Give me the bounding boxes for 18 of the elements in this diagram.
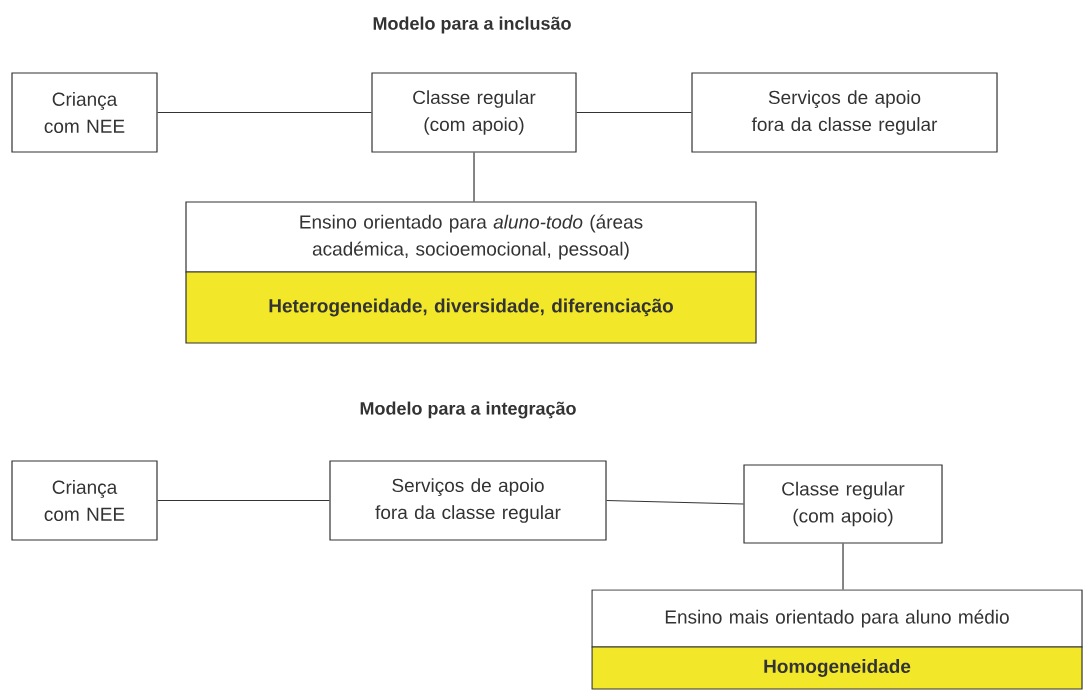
text-box: Ensino orientado para aluno-todo (áreas académica, socioemocional, pessoal) <box>185 201 757 273</box>
text-box: Ensino mais orientado para aluno médio <box>591 589 1083 648</box>
text-box: Classe regular (com apoio) <box>371 72 577 153</box>
text-box: Classe regular (com apoio) <box>743 464 943 544</box>
highlight-band: Heterogeneidade, diversidade, diferenciação <box>185 271 757 344</box>
text-box: Serviços de apoio fora da classe regular <box>691 72 998 153</box>
text-box: Criança com NEE <box>11 460 158 541</box>
highlight-band: Homogeneidade <box>591 646 1083 690</box>
text-box: Criança com NEE <box>11 72 158 153</box>
connector-line <box>576 111 692 114</box>
connector-line <box>157 111 372 114</box>
section-heading: Modelo para a integração <box>360 401 576 419</box>
connector-line <box>473 152 475 202</box>
connector-line <box>157 499 330 502</box>
connector-line <box>606 499 744 505</box>
text-box: Serviços de apoio fora da classe regular <box>329 460 607 541</box>
section-heading: Modelo para a inclusão <box>373 16 571 34</box>
connector-line <box>842 543 844 590</box>
